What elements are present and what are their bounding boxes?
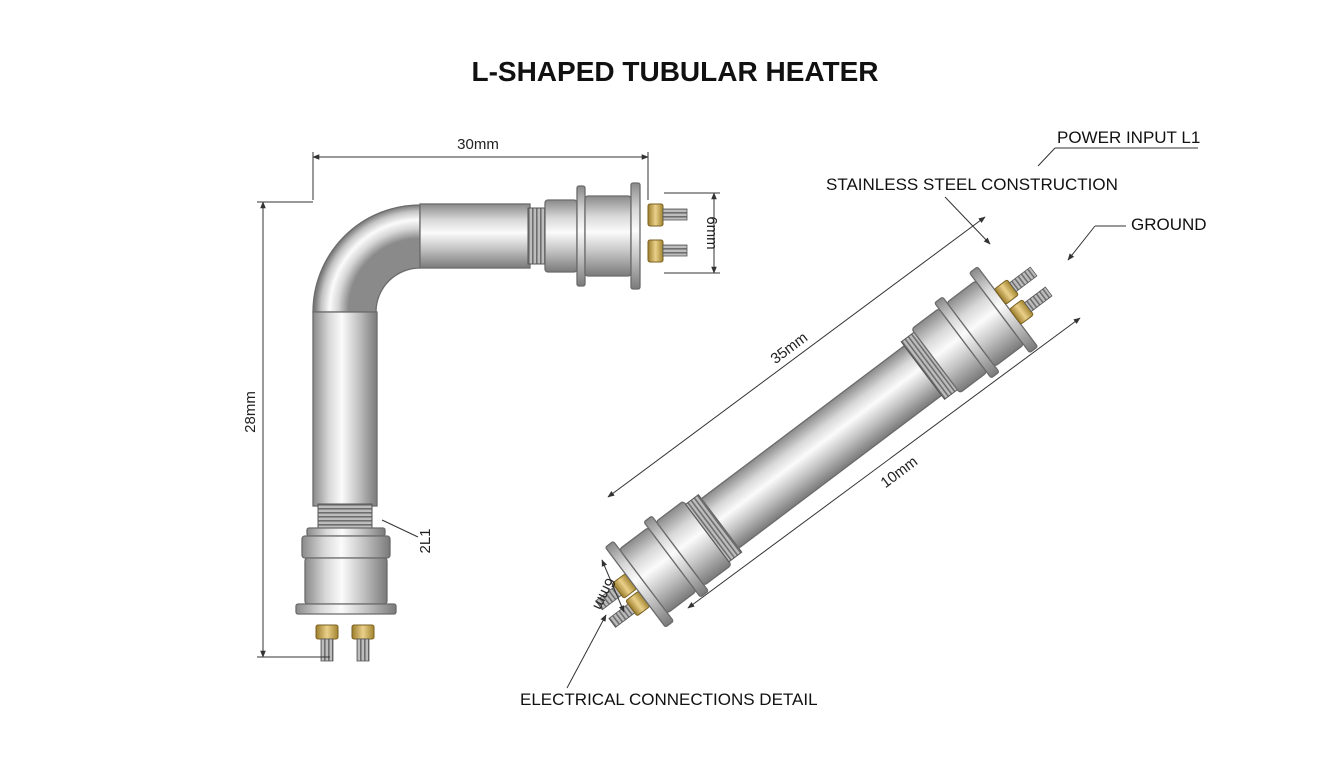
vertical-thread	[317, 503, 373, 531]
callouts: POWER INPUT L1 STAINLESS STEEL CONSTRUCT…	[520, 128, 1207, 709]
power-input-leader	[1037, 147, 1056, 167]
connections-label: ELECTRICAL CONNECTIONS DETAIL	[520, 690, 818, 709]
terminal-tag-leader	[381, 519, 419, 538]
straight-body-dimension: 10mm	[878, 453, 922, 492]
terminal-nut-icon	[351, 624, 375, 640]
construction-label: STAINLESS STEEL CONSTRUCTION	[826, 175, 1118, 194]
l-terminal-tag: 2L1	[417, 528, 434, 553]
horizontal-collar	[576, 185, 586, 287]
terminal-stud-icon	[1024, 286, 1053, 313]
terminal-stud-icon	[1008, 266, 1038, 293]
vertical-tube	[312, 311, 378, 507]
terminal-stud-icon	[320, 638, 334, 662]
horizontal-fitting-body	[544, 199, 578, 273]
ground-label: GROUND	[1131, 215, 1207, 234]
straight-heater	[595, 266, 1053, 628]
connections-leader	[566, 614, 607, 689]
vertical-terminal-housing	[304, 557, 388, 605]
terminal-stud-icon	[662, 244, 688, 257]
straight-terminal-dimension: 6mm	[589, 575, 618, 612]
terminal-nut-icon	[647, 203, 664, 227]
terminal-stud-icon	[662, 208, 688, 221]
horizontal-tube	[419, 203, 531, 269]
terminal-nut-icon	[315, 624, 339, 640]
vertical-collar	[306, 527, 386, 537]
diagram-title: L-SHAPED TUBULAR HEATER	[471, 56, 878, 87]
heater-elbow	[312, 204, 421, 313]
horizontal-flange	[630, 182, 641, 290]
l-width-dimension: 30mm	[457, 136, 499, 153]
terminal-stud-icon	[356, 638, 370, 662]
terminal-nut-icon	[647, 239, 664, 263]
power-input-label: POWER INPUT L1	[1057, 128, 1200, 147]
l-height-dimension: 28mm	[242, 391, 259, 433]
body-dimension-line	[687, 317, 1081, 609]
horizontal-thread	[527, 207, 547, 265]
terminal-dimension-line	[601, 559, 625, 613]
ground-leader	[1067, 225, 1096, 261]
l-terminal-height-dimension: 6mm	[703, 216, 720, 249]
horizontal-terminal-housing	[584, 195, 632, 277]
vertical-fitting-body	[301, 535, 391, 559]
vertical-flange	[295, 603, 397, 615]
construction-leader	[944, 196, 991, 245]
